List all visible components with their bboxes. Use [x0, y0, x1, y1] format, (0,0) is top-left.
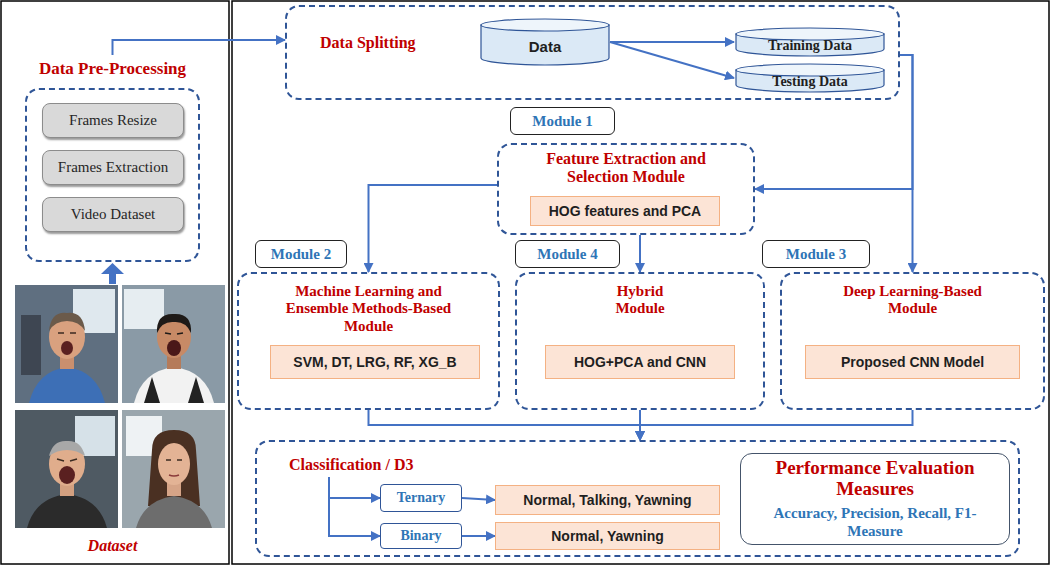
data-label: Data [529, 38, 562, 55]
module-heading: Hybrid Module [517, 283, 763, 318]
flow-arrow [369, 185, 498, 272]
flow-arrow [113, 40, 286, 55]
data-cylinder: Testing Data [735, 63, 885, 93]
module-heading: Data Splitting [320, 34, 416, 52]
module-heading: Data Pre-Processing [5, 59, 220, 79]
process-step-box: Video Dataset [42, 197, 184, 232]
box-label: SVM, DT, LRG, RF, XG_B [293, 354, 456, 370]
module-tag: Module 4 [515, 240, 620, 268]
process-step-box: Frames Extraction [42, 150, 184, 185]
dashed-module-box: Data Pre-ProcessingFrames ResizeFrames E… [25, 88, 200, 262]
left-panel [1, 1, 229, 564]
box-label: Module 1 [532, 113, 592, 130]
flow-arrow [462, 535, 495, 537]
box-label: Video Dataset [71, 206, 156, 223]
flow-arrow [329, 477, 380, 536]
method-box: HOG features and PCA [530, 196, 720, 226]
box-label: Normal, Talking, Yawning [523, 492, 691, 508]
evaluation-heading: Performance Evaluation Measures [751, 458, 999, 500]
box-label: HOG features and PCA [549, 203, 701, 219]
flow-arrow [755, 55, 913, 189]
module-tag: Module 3 [762, 240, 870, 268]
data-cylinder: Data [480, 18, 610, 66]
dataset-photos [15, 285, 225, 528]
right-panel [232, 1, 1049, 564]
flow-arrow [610, 42, 734, 78]
flow-arrow [900, 55, 913, 272]
method-box: HOG+PCA and CNN [545, 345, 735, 379]
metric-list: Accuracy, Precision, Recall, F1-Measure [751, 504, 999, 540]
dashed-module-box: Hybrid ModuleHOG+PCA and CNN [515, 272, 765, 410]
data-cylinder: Training Data [735, 27, 885, 57]
evaluation-box: Performance Evaluation MeasuresAccuracy,… [740, 453, 1010, 545]
module-tag: Module 1 [510, 107, 615, 135]
dataset-caption: Dataset [50, 537, 175, 555]
box-label: Module 4 [537, 246, 597, 263]
module-tag: Module 2 [255, 240, 347, 268]
flow-arrow [639, 235, 641, 272]
flow-arrow [329, 477, 380, 498]
dashed-module-box: Machine Learning and Ensemble Methods-Ba… [237, 272, 500, 410]
class-type-box: Ternary [380, 484, 462, 512]
method-box: Normal, Talking, Yawning [495, 485, 720, 515]
box-label: Frames Resize [69, 112, 157, 129]
box-label: Ternary [397, 490, 445, 506]
module-heading: Deep Learning-Based Module [782, 283, 1043, 318]
flow-arrow [610, 41, 734, 43]
box-label: HOG+PCA and CNN [574, 354, 706, 370]
module-heading: Machine Learning and Ensemble Methods-Ba… [239, 283, 498, 335]
box-label: Module 2 [271, 246, 331, 263]
data-label: Training Data [768, 38, 852, 54]
class-type-box: Binary [380, 523, 462, 549]
box-label: Module 3 [786, 246, 846, 263]
flow-arrow [462, 498, 495, 500]
data-label: Testing Data [772, 74, 847, 90]
box-label: Proposed CNN Model [841, 354, 984, 370]
box-label: Frames Extraction [58, 159, 168, 176]
flow-arrow [369, 410, 641, 440]
dashed-module-box: Deep Learning-Based ModuleProposed CNN M… [780, 272, 1045, 410]
dataset-arrow [101, 263, 124, 284]
box-label: Normal, Yawning [551, 528, 664, 544]
module-heading: Classification / D3 [289, 456, 413, 474]
dashed-module-box: Data Splitting Data Training DataTesting D… [285, 5, 900, 100]
method-box: Proposed CNN Model [805, 345, 1020, 379]
dashed-module-box: Classification / D3 TernaryBinary Normal, … [255, 440, 1020, 557]
box-label: Binary [400, 528, 441, 544]
flow-arrow [640, 410, 913, 440]
process-step-box: Frames Resize [42, 103, 184, 138]
dashed-module-box: Feature Extraction and Selection ModuleH… [497, 143, 755, 235]
method-box: Normal, Yawning [495, 522, 720, 550]
method-box: SVM, DT, LRG, RF, XG_B [270, 345, 480, 379]
module-heading: Feature Extraction and Selection Module [499, 150, 753, 187]
